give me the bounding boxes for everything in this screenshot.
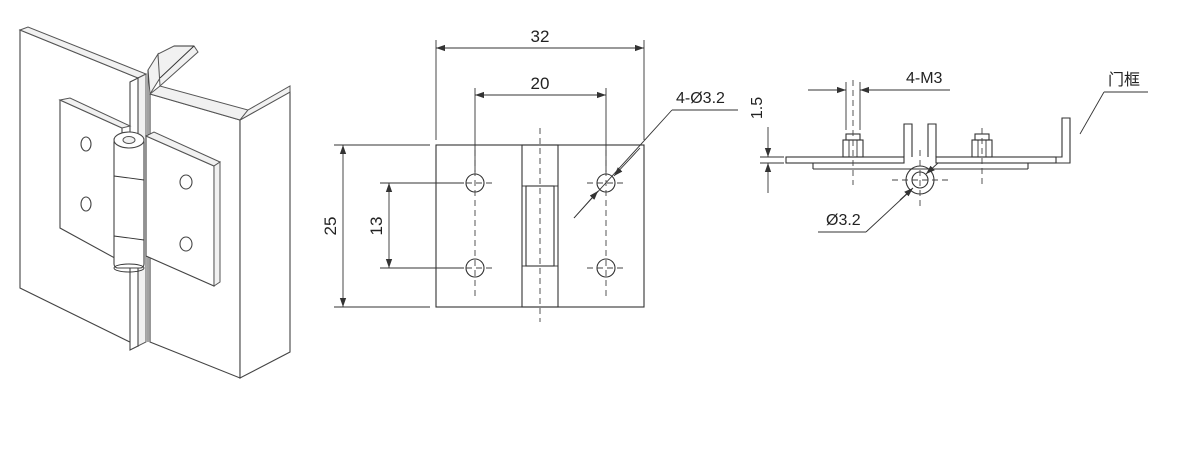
dim-overall-width: 32 [531,27,550,46]
frame-label: 门框 [1108,71,1140,89]
dim-hole-spacing-vertical: 13 [367,217,386,236]
leaf-hole-icon [80,136,92,152]
hinge-front-view: 32 20 25 13 4-Ø3.2 [321,27,738,322]
pin-diameter-callout: Ø3.2 [826,212,861,229]
hole-callout: 4-Ø3.2 [676,90,725,107]
hinge-side-view: 4-M3 1.5 门框 Ø3.2 [749,70,1148,233]
leaf-hole-icon [179,236,193,252]
dim-sheet-thickness: 1.5 [749,97,766,119]
dim-height: 25 [321,217,340,236]
leaf-hole-icon [179,174,193,190]
screw-callout: 4-M3 [906,70,943,87]
hinge-isometric-view [18,26,291,379]
leaf-hole-icon [80,196,92,212]
dim-hole-spacing-horizontal: 20 [531,74,550,93]
